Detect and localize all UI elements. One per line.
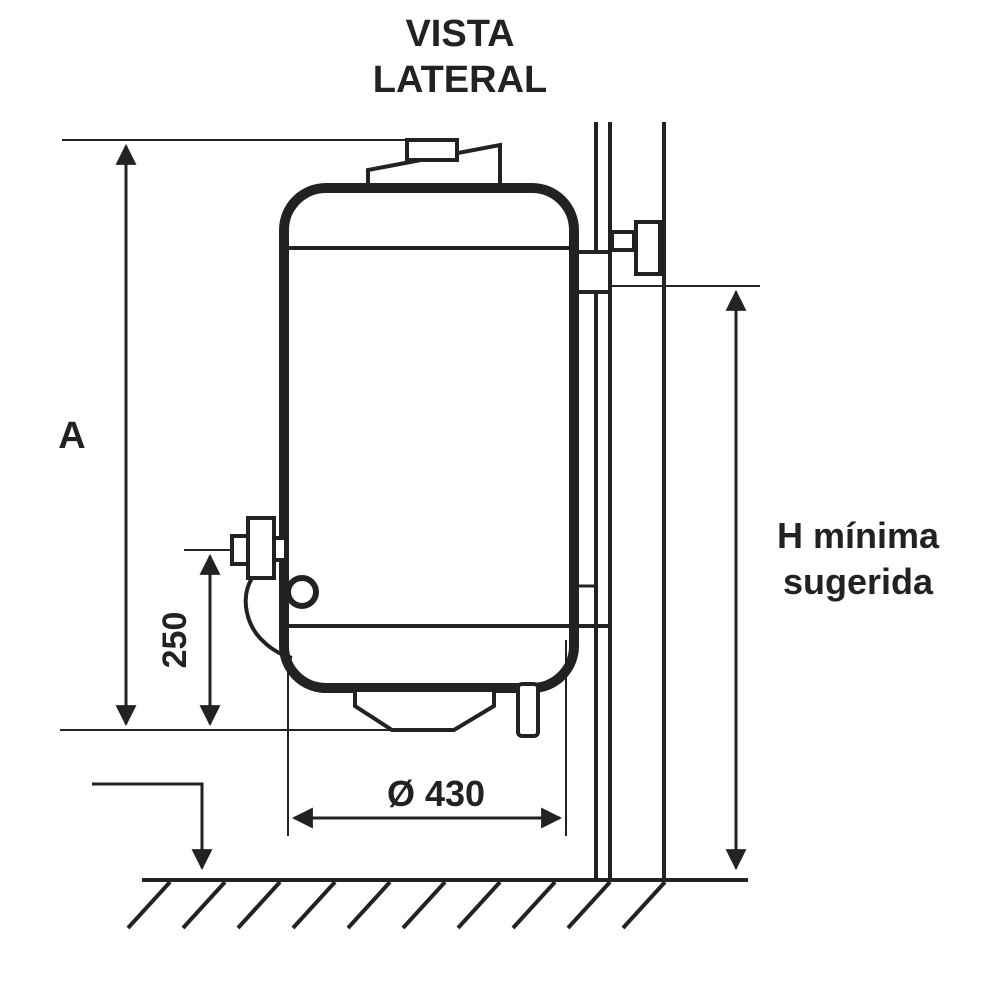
floor-reference-arrow [92, 782, 213, 871]
title-line-1: VISTA [405, 13, 514, 55]
dimension-250 [184, 549, 234, 727]
title-line-2: LATERAL [373, 59, 548, 101]
dimension-h-minima [610, 285, 760, 871]
label-diameter: Ø 430 [387, 773, 485, 814]
dimension-a [60, 139, 456, 731]
dimension-diameter [287, 640, 567, 836]
floor [126, 878, 748, 930]
label-h-minima-line-2: sugerida [783, 561, 934, 602]
label-h-minima-line-1: H mínima [777, 515, 940, 556]
tank-body [279, 183, 610, 693]
label-250: 250 [156, 612, 194, 669]
label-a: A [58, 415, 85, 457]
side-valve [230, 516, 293, 660]
top-fitting [366, 138, 502, 190]
bottom-cover [353, 682, 540, 738]
thermostat-knob [285, 575, 319, 609]
